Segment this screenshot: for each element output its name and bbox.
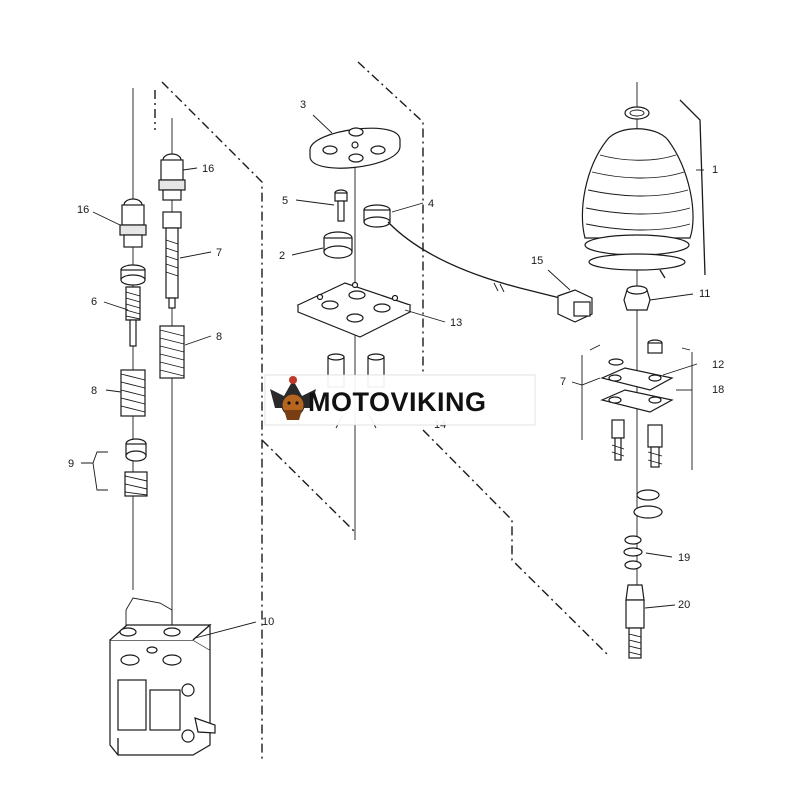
callout-15: 15 <box>531 255 543 267</box>
pivot-pin <box>334 189 348 222</box>
callout-13: 13 <box>450 317 462 329</box>
callout-labels: 1 2 3 4 5 6 7 8 8 9 10 11 12 13 14 15 16… <box>68 99 724 628</box>
callout-2: 2 <box>279 250 285 262</box>
top-plate <box>309 127 401 169</box>
spring-left <box>120 369 146 417</box>
spring-right <box>159 325 185 379</box>
viking-mascot-icon <box>270 376 316 420</box>
seal-left <box>120 264 146 286</box>
mounting-plate <box>296 281 412 338</box>
callout-7-left: 7 <box>216 247 222 259</box>
callout-16-right: 16 <box>202 163 214 175</box>
valve-cap-right <box>158 153 186 201</box>
right-assembly <box>581 99 706 659</box>
callout-11: 11 <box>699 288 710 300</box>
watermark-banner: MOTOVIKING <box>264 374 536 426</box>
retainer-set <box>124 438 148 497</box>
callout-16-left: 16 <box>77 204 89 216</box>
callout-6: 6 <box>91 296 97 308</box>
wire-harness <box>387 221 593 323</box>
valve-stem-right <box>162 211 182 309</box>
bushing <box>363 204 391 228</box>
callout-20: 20 <box>678 599 690 611</box>
callout-12: 12 <box>712 359 724 371</box>
snap-ring <box>624 106 650 120</box>
callout-8-right: 8 <box>216 331 222 343</box>
callout-18: 18 <box>712 384 724 396</box>
brand-name: MOTOVIKING <box>308 387 487 417</box>
callout-7-right: 7 <box>560 376 566 388</box>
valve-cap-left <box>119 198 147 248</box>
spring-plunger-left <box>125 286 141 347</box>
valve-body <box>109 623 216 756</box>
rubber-boot <box>581 99 706 279</box>
centre-assembly <box>296 127 593 429</box>
leader-lines <box>81 114 704 639</box>
adjust-nut <box>623 285 651 311</box>
control-shaft <box>625 584 645 659</box>
callout-10: 10 <box>262 616 274 628</box>
left-valve-stack <box>109 153 216 756</box>
cam-block <box>323 231 353 259</box>
callout-4: 4 <box>428 198 434 210</box>
washer-stack <box>623 489 663 570</box>
sub-assembly <box>581 339 693 470</box>
callout-19: 19 <box>678 552 690 564</box>
callout-8-left: 8 <box>91 385 97 397</box>
callout-3: 3 <box>300 99 306 111</box>
callout-5: 5 <box>282 195 288 207</box>
callout-1: 1 <box>712 164 718 176</box>
callout-9: 9 <box>68 458 74 470</box>
